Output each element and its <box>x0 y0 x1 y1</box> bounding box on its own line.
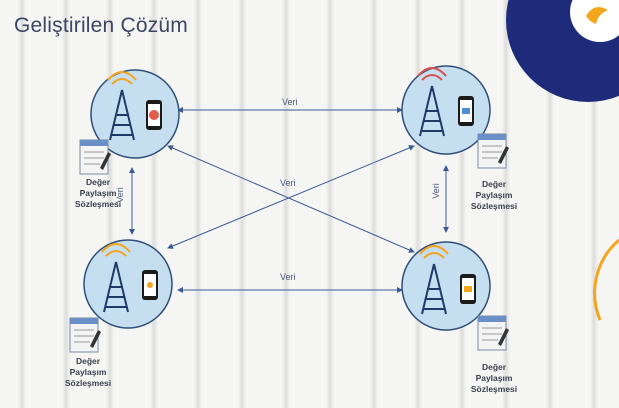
page-title: Geliştirilen Çözüm <box>14 14 188 37</box>
contract-label-bottom-right: Değer Paylaşım Sözleşmesi <box>470 362 518 394</box>
contract-document-icon <box>477 315 509 351</box>
link-diagonal-2 <box>167 145 415 249</box>
connection-label-top: Veri <box>282 97 298 107</box>
contract-document-icon <box>477 133 509 169</box>
link-diagonal-1 <box>167 145 415 253</box>
node-bottom-right <box>401 241 491 331</box>
signal-icon <box>417 67 447 81</box>
node-top-right <box>401 65 491 155</box>
signal-icon <box>107 71 137 85</box>
tower-icon <box>421 263 447 315</box>
contract-label-bottom-left: Değer Paylaşım Sözleşmesi <box>64 356 112 388</box>
contract-document-icon <box>69 317 101 353</box>
connection-label-right: Veri <box>430 183 441 199</box>
tower-icon <box>419 85 445 137</box>
signal-icon <box>101 243 131 257</box>
contract-label-top-left: Değer Paylaşım Sözleşmesi <box>74 177 122 209</box>
contract-label-top-right: Değer Paylaşım Sözleşmesi <box>470 179 518 211</box>
tower-icon <box>109 89 135 141</box>
node-top-left <box>90 69 180 159</box>
contract-document-icon <box>79 139 111 175</box>
connection-label-diagonal: Veri <box>280 178 296 188</box>
tower-icon <box>103 261 129 313</box>
connection-label-bottom: Veri <box>280 272 296 282</box>
signal-icon <box>419 245 449 259</box>
node-bottom-left <box>83 239 173 329</box>
